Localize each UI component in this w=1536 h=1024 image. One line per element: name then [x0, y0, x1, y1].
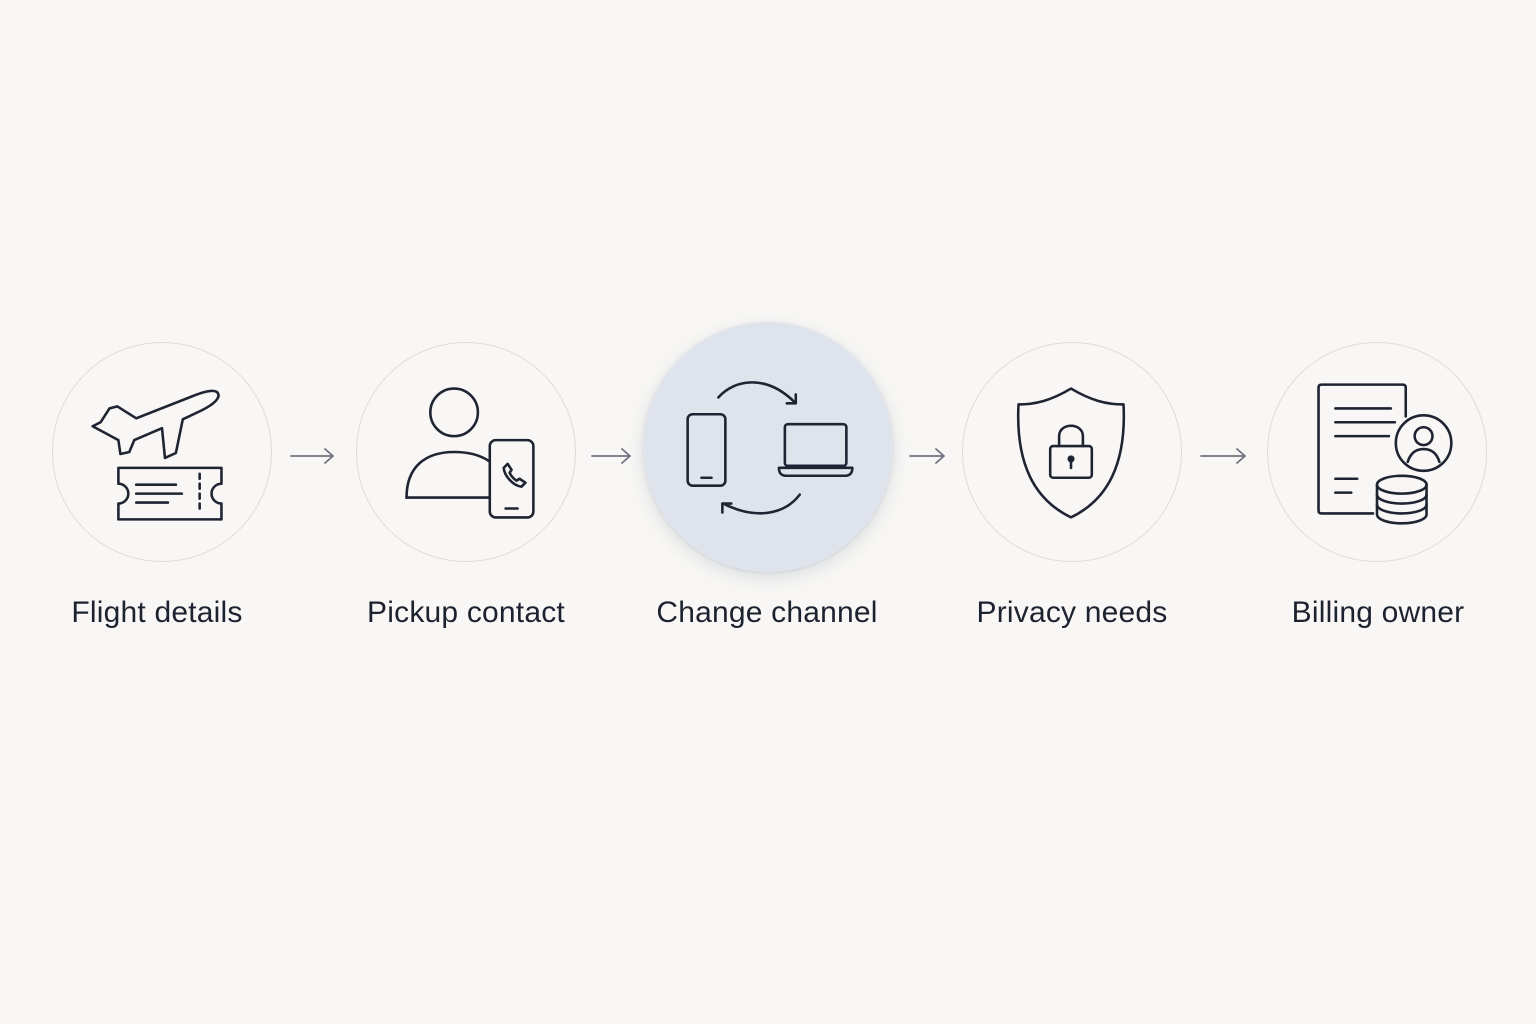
shield-lock-icon: [1016, 387, 1126, 519]
arrow-right-icon: [1200, 448, 1246, 464]
step-pickup-contact[interactable]: [356, 342, 576, 562]
step-label-flight-details: Flight details: [71, 596, 243, 629]
plane-ticket-icon: [91, 389, 223, 521]
device-sync-icon: [686, 381, 854, 515]
arrow-right-icon: [909, 448, 945, 464]
arrow-right-icon: [290, 448, 334, 464]
step-change-channel[interactable]: [643, 322, 893, 572]
step-flight-details[interactable]: [52, 342, 272, 562]
arrow-right-icon: [591, 448, 631, 464]
step-label-privacy-needs: Privacy needs: [976, 596, 1168, 629]
document-user-coins-icon: [1317, 383, 1453, 525]
step-billing-owner[interactable]: [1267, 342, 1487, 562]
step-label-billing-owner: Billing owner: [1291, 596, 1465, 629]
step-label-pickup-contact: Pickup contact: [367, 596, 565, 629]
person-phone-icon: [405, 387, 535, 519]
step-privacy-needs[interactable]: [962, 342, 1182, 562]
step-label-change-channel: Change channel: [656, 596, 878, 629]
